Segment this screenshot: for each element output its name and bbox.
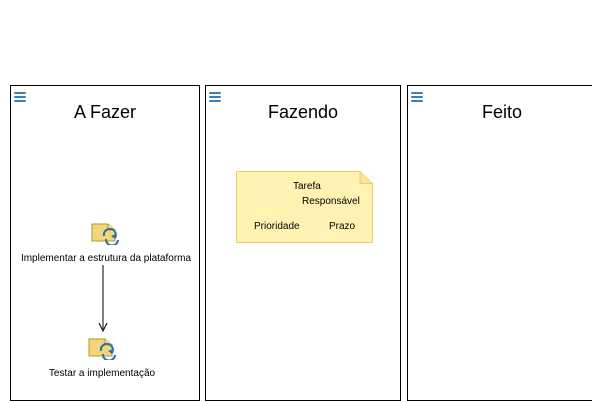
note-shape	[236, 171, 373, 243]
connector-arrow[interactable]	[96, 265, 110, 335]
lane-fazendo[interactable]: Fazendo	[205, 85, 401, 401]
lane-feito[interactable]: Feito	[407, 85, 592, 401]
note-tarefa: Tarefa	[293, 181, 321, 192]
lane-title: Fazendo	[267, 102, 339, 122]
note-prioridade: Prioridade	[254, 221, 300, 232]
task-template-note[interactable]: Tarefa Responsável Prioridade Prazo	[236, 171, 373, 243]
task-refresh-icon[interactable]	[88, 336, 118, 360]
note-prazo: Prazo	[329, 221, 356, 232]
note-responsavel: Responsável	[302, 196, 360, 207]
lane-menu-icon[interactable]	[410, 90, 424, 104]
lane-menu-icon[interactable]	[13, 90, 27, 104]
task-label[interactable]: Implementar a estrutura da plataforma	[20, 253, 192, 264]
lane-menu-icon[interactable]	[208, 90, 222, 104]
lane-title: A Fazer	[73, 102, 137, 122]
lane-title: Feito	[481, 102, 523, 122]
task-refresh-icon[interactable]	[91, 221, 121, 245]
task-label[interactable]: Testar a implementação	[48, 368, 156, 379]
